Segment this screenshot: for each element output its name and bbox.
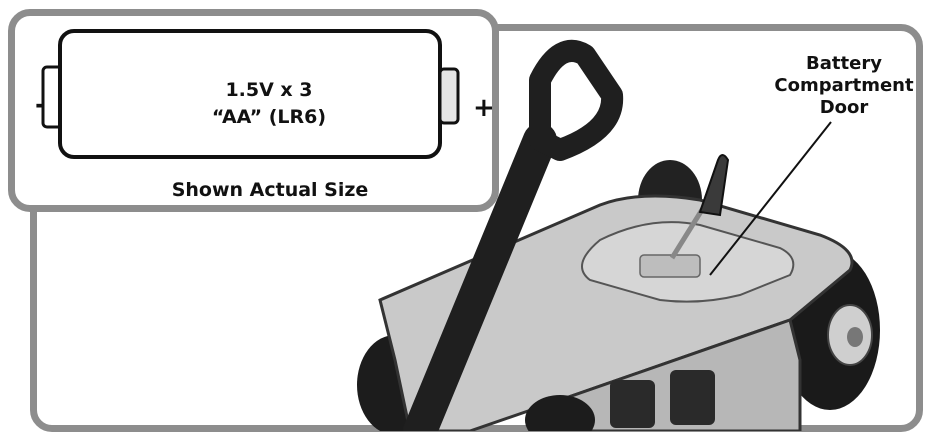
callout-line3: Door (819, 97, 869, 118)
positive-terminal-label: + (473, 93, 495, 123)
screwdriver-icon (669, 154, 730, 260)
battery-voltage-label: 1.5V x 3 (225, 79, 313, 101)
negative-terminal-label: - (35, 90, 46, 120)
leader-line (709, 121, 832, 276)
battery-icon (41, 29, 460, 159)
wagon-handle (403, 123, 557, 431)
battery-type-label: “AA” (LR6) (211, 106, 327, 128)
callout-line1: Battery (806, 53, 882, 74)
battery-spec-card: - + 1.5V x 3 “AA” (LR6) Shown Actual Siz… (8, 9, 499, 212)
battery-door-callout: Battery Compartment Door (770, 53, 918, 119)
callout-line2: Compartment (774, 75, 914, 96)
shown-actual-size-caption: Shown Actual Size (171, 179, 369, 201)
